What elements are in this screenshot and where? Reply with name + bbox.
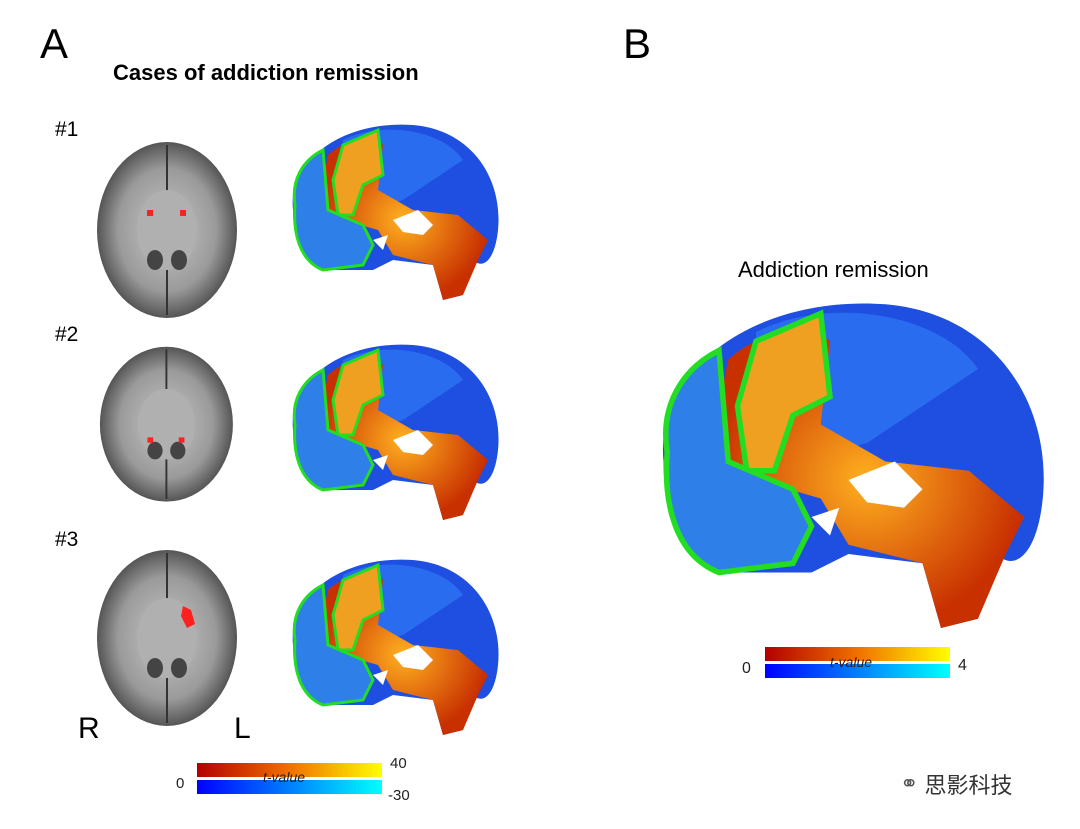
sagittal-map-case-2	[291, 343, 501, 522]
axial-slice-case-3	[96, 549, 238, 727]
panel-a-title: Cases of addiction remission	[113, 60, 419, 85]
colorbar-a-max: 40	[390, 755, 407, 772]
panel-b-label: B	[623, 20, 652, 67]
case-label-1: #1	[55, 118, 79, 141]
sagittal-map-case-1	[291, 123, 501, 302]
colorbar-b	[765, 647, 950, 678]
coronal-slice-case-2	[98, 345, 234, 503]
colorbar-a-min: -30	[388, 787, 410, 804]
case-label-3: #3	[55, 528, 79, 551]
panel-b-title: Addiction remission	[738, 257, 929, 282]
watermark: ⚭ 思影科技	[900, 768, 1012, 800]
sagittal-map-group	[663, 303, 1044, 628]
orientation-right: R	[78, 712, 100, 745]
colorbar-a-label: t-value	[263, 769, 306, 785]
colorbar-b-label: t-value	[830, 654, 873, 670]
colorbar-b-max: 4	[958, 657, 967, 674]
colorbar-a-zero: 0	[176, 775, 185, 792]
wechat-icon: ⚭	[900, 771, 919, 796]
sagittal-map-case-3	[291, 558, 501, 737]
panel-a-label: A	[40, 20, 69, 67]
watermark-text: 思影科技	[924, 773, 1013, 798]
axial-slice-case-1	[96, 141, 238, 319]
orientation-left: L	[234, 712, 251, 745]
colorbar-a	[197, 763, 382, 794]
case-label-2: #2	[55, 323, 79, 346]
colorbar-b-zero: 0	[742, 660, 751, 677]
